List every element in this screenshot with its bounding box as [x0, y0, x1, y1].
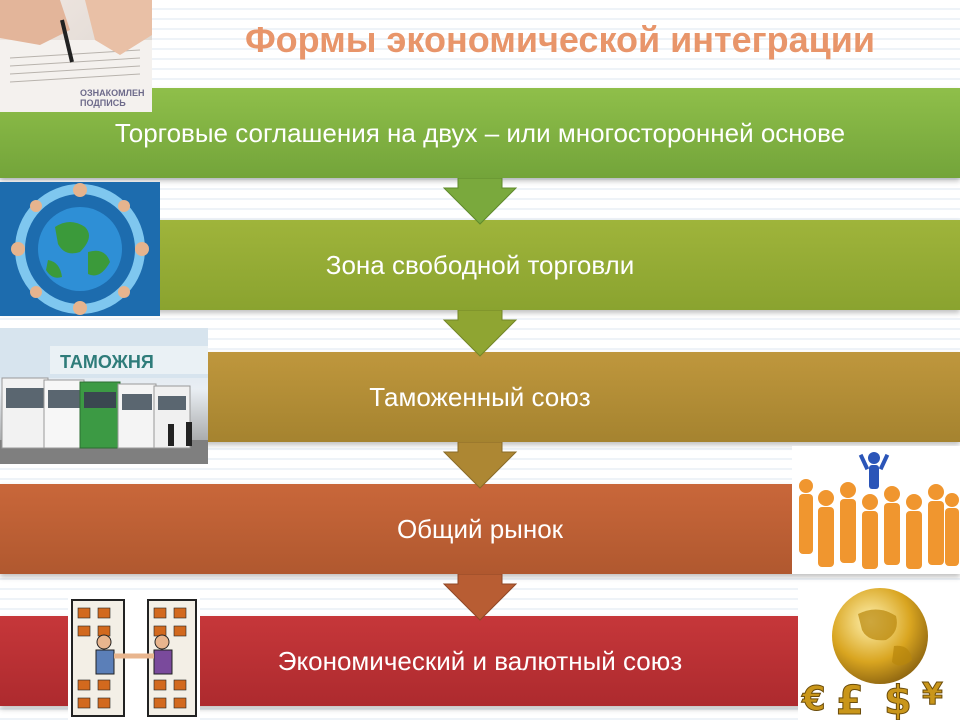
stage-label: Таможенный союз [369, 381, 591, 412]
stage-trade-agreements: Торговые соглашения на двух – или многос… [0, 88, 960, 178]
stamp-text: ОЗНАКОМЛЕН [80, 88, 144, 98]
crowd-figures-icon [792, 446, 960, 574]
pound-icon: £ [836, 678, 864, 720]
signing-document-photo: ОЗНАКОМЛЕН ПОДПИСЬ [0, 0, 152, 112]
stage-label: Зона свободной торговли [325, 249, 635, 280]
stage-label: Общий рынок [396, 513, 564, 544]
down-arrow-icon [442, 178, 518, 225]
customs-sign-text: ТАМОЖНЯ [60, 352, 154, 372]
stage-label: Торговые соглашения на двух – или многос… [114, 117, 846, 148]
down-arrow-icon [442, 310, 518, 357]
gold-globe-currency-icon: € £ $ ¥ [798, 584, 960, 720]
globe-handshakes-icon [0, 182, 160, 316]
euro-icon: € [801, 679, 826, 719]
yen-icon: ¥ [922, 677, 943, 712]
customs-trucks-photo: ТАМОЖНЯ [0, 328, 208, 464]
down-arrow-icon [442, 442, 518, 489]
stage-label: Экономический и валютный союз [277, 645, 683, 676]
down-arrow-icon [442, 574, 518, 621]
dollar-icon: $ [884, 678, 912, 720]
slide-title: Формы экономической интеграции [244, 19, 876, 60]
business-handshake-icon [68, 590, 200, 720]
stage-free-trade-zone: Зона свободной торговли [0, 220, 960, 310]
svg-text:ПОДПИСЬ: ПОДПИСЬ [80, 98, 126, 108]
